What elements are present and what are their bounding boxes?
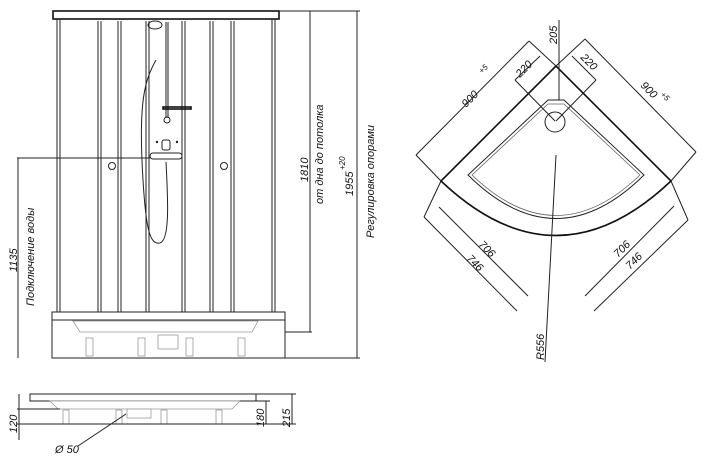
plan-view: 900 +5 900 +5 220 220 205 706 746 706 74… xyxy=(415,20,697,363)
dim-1135: 1135 xyxy=(8,247,20,272)
dim-1955-tolerance: +20 xyxy=(338,156,347,170)
door-handle-right-icon xyxy=(220,162,228,170)
dim-746-left: 746 xyxy=(464,253,486,275)
radius-leader-line xyxy=(544,154,557,363)
shower-set xyxy=(140,20,192,244)
cabin-frame-posts xyxy=(56,19,276,312)
tray-rim xyxy=(29,393,257,402)
dim-900-left-tolerance: +5 xyxy=(477,62,490,75)
dim-120: 120 xyxy=(8,414,20,433)
drain-diameter-label: Ø 50 xyxy=(54,444,80,456)
tray-inner-outline xyxy=(467,99,645,219)
tray-side-legs xyxy=(62,408,223,425)
water-connection-label: Подключение воды xyxy=(25,208,37,306)
dim-220-right: 220 xyxy=(577,51,600,74)
tray-side-view: 120 180 215 Ø 50 xyxy=(8,393,296,456)
front-view: 1135 Подключение воды 1810 от дна до пот… xyxy=(8,10,377,359)
leg-adjustment-label: Регулировка опорами xyxy=(365,125,377,238)
drain-leader-line xyxy=(77,413,127,447)
dim-205: 205 xyxy=(548,25,560,45)
dim-900-right-tolerance: +5 xyxy=(659,90,672,103)
dim-radius: R556 xyxy=(535,333,547,360)
dim-180: 180 xyxy=(255,408,267,427)
door-handle-left-icon xyxy=(108,162,116,170)
dim-215: 215 xyxy=(281,408,293,428)
soap-shelf xyxy=(162,106,192,110)
dim-1810: 1810 xyxy=(299,157,311,182)
drain-icon xyxy=(544,111,566,133)
floor-to-ceiling-label: от дна до потолка xyxy=(314,105,326,205)
tray-outline xyxy=(439,64,673,237)
dim-220-left: 220 xyxy=(513,58,536,81)
tray-base xyxy=(51,311,286,359)
dim-706-left: 706 xyxy=(476,239,498,261)
mixer-tap-icon xyxy=(149,152,183,160)
dim-1955: 1955 xyxy=(344,171,356,196)
cabin-roof xyxy=(52,10,280,20)
tray-legs xyxy=(85,334,246,357)
shower-head-icon xyxy=(147,20,163,30)
dim-900-right: 900 xyxy=(638,80,660,102)
